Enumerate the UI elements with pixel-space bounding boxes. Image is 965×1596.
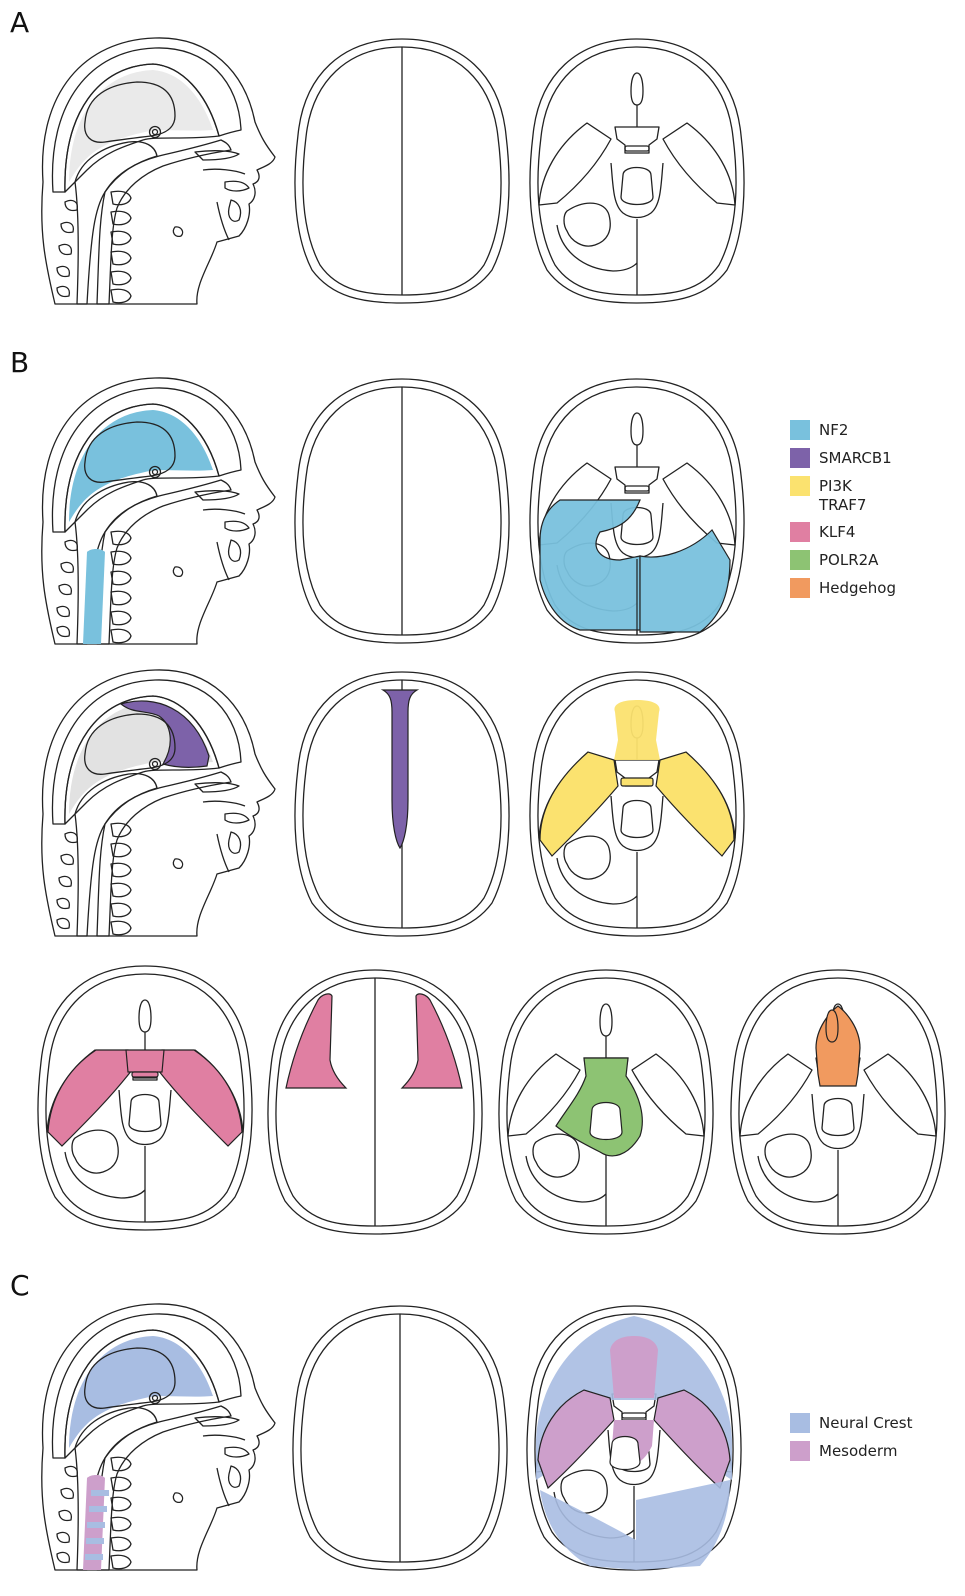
legend-swatch (790, 1413, 810, 1433)
panel-label-c: C (10, 1269, 30, 1302)
smarcb1-sagittal (42, 670, 275, 936)
panel-a-sagittal (42, 38, 275, 304)
panel-a-axial-top (295, 39, 509, 303)
panel-a-axial-base (530, 39, 744, 303)
nf2-axial-top (295, 379, 509, 643)
legend-label: SMARCB1 (819, 449, 892, 467)
smarcb1-axial-top (295, 672, 509, 936)
nf2-sagittal (42, 378, 275, 644)
legend-swatch (790, 578, 810, 598)
legend-swatch (790, 1441, 810, 1461)
legend-label: NF2 (819, 421, 848, 439)
nf2-axial-base (530, 379, 744, 643)
legend-label-second-line: TRAF7 (818, 496, 866, 514)
legend-label: KLF4 (819, 523, 855, 541)
panel-c-sagittal (42, 1304, 275, 1570)
klf4-axial-top (268, 970, 482, 1234)
legend-label: Hedgehog (819, 579, 896, 597)
pi3k-traf7-axial-base (530, 672, 744, 936)
panel-label-a: A (10, 6, 29, 39)
legend-swatch (790, 476, 810, 496)
hedgehog-axial-base (731, 970, 945, 1234)
legend-swatch (790, 550, 810, 570)
panel-c-axial-base (527, 1306, 741, 1570)
legend-label: Mesoderm (819, 1442, 897, 1460)
legend-label: PI3K (819, 477, 853, 495)
legend-swatch (790, 522, 810, 542)
panel-c-axial-top (293, 1306, 507, 1570)
klf4-axial-base (38, 966, 252, 1230)
legend-label: Neural Crest (819, 1414, 913, 1432)
legend-label: POLR2A (819, 551, 879, 569)
polr2a-axial-base (499, 970, 713, 1234)
legend-swatch (790, 448, 810, 468)
legend-swatch (790, 420, 810, 440)
panel-label-b: B (10, 346, 29, 379)
